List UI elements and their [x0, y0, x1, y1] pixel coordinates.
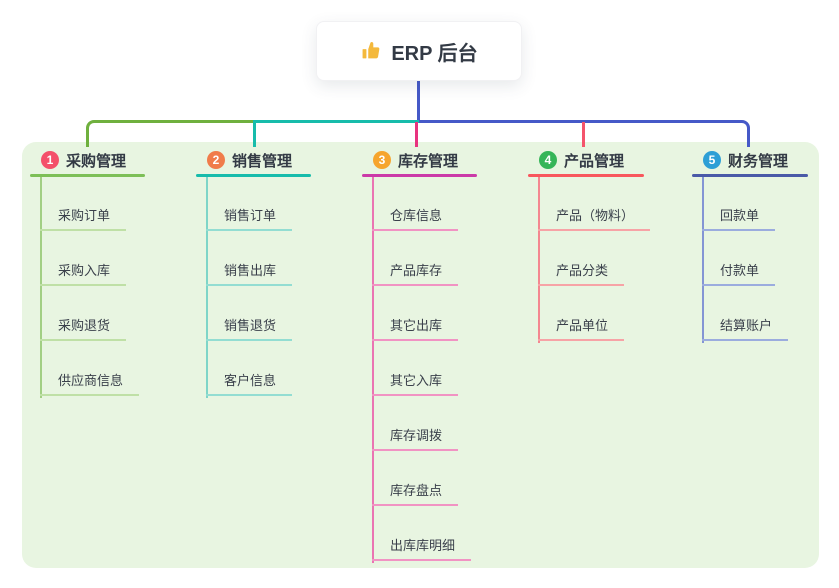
child-node[interactable]: 产品（物料） [538, 207, 651, 231]
branch-child-line [206, 177, 208, 398]
branch-child-line [372, 177, 374, 563]
branch-label: 库存管理 [398, 152, 459, 170]
child-node[interactable]: 销售出库 [206, 262, 293, 286]
child-node[interactable]: 出库库明细 [372, 537, 472, 561]
branch-badge: 3 [373, 151, 391, 169]
root-label: ERP 后台 [391, 42, 478, 65]
child-node[interactable]: 采购退货 [40, 317, 127, 341]
branch-header-inventory[interactable]: 3 库存管理 [373, 149, 458, 171]
connector-inventory-drop [415, 122, 418, 147]
branch-header-finance[interactable]: 5 财务管理 [703, 149, 788, 171]
connector-left-elbow [86, 120, 253, 147]
branch-underline [196, 174, 311, 177]
child-node[interactable]: 其它出库 [372, 317, 459, 341]
branch-group-panel [22, 142, 819, 568]
connector-right-elbow [419, 120, 750, 147]
child-node[interactable]: 产品库存 [372, 262, 459, 286]
branch-label: 产品管理 [564, 152, 625, 170]
branch-child-line [702, 177, 704, 343]
child-node[interactable]: 产品单位 [538, 317, 625, 341]
branch-header-purchase[interactable]: 1 采购管理 [41, 149, 126, 171]
branch-header-sales[interactable]: 2 销售管理 [207, 149, 292, 171]
branch-header-product[interactable]: 4 产品管理 [539, 149, 624, 171]
branch-badge: 1 [41, 151, 59, 169]
child-node[interactable]: 销售订单 [206, 207, 293, 231]
branch-underline [362, 174, 477, 177]
branch-underline [692, 174, 808, 177]
child-node[interactable]: 采购订单 [40, 207, 127, 231]
branch-child-line [538, 177, 540, 343]
connector-middle-segment [253, 120, 419, 147]
branch-label: 采购管理 [66, 152, 127, 170]
thumbs-up-icon [362, 42, 380, 59]
branch-underline [528, 174, 644, 177]
branch-underline [30, 174, 145, 177]
child-node[interactable]: 采购入库 [40, 262, 127, 286]
branch-badge: 5 [703, 151, 721, 169]
branch-badge: 4 [539, 151, 557, 169]
connector-root-drop [417, 80, 420, 123]
child-node[interactable]: 供应商信息 [40, 372, 140, 396]
root-node[interactable]: ERP 后台 [316, 21, 522, 81]
child-node[interactable]: 销售退货 [206, 317, 293, 341]
branch-label: 销售管理 [232, 152, 293, 170]
child-node[interactable]: 客户信息 [206, 372, 293, 396]
child-node[interactable]: 库存调拨 [372, 427, 459, 451]
child-node[interactable]: 库存盘点 [372, 482, 459, 506]
child-node[interactable]: 回款单 [702, 207, 776, 231]
branch-label: 财务管理 [728, 152, 789, 170]
child-node[interactable]: 产品分类 [538, 262, 625, 286]
child-node[interactable]: 其它入库 [372, 372, 459, 396]
connector-product-drop [582, 122, 585, 147]
child-node[interactable]: 结算账户 [702, 317, 789, 341]
child-node[interactable]: 仓库信息 [372, 207, 459, 231]
branch-badge: 2 [207, 151, 225, 169]
child-node[interactable]: 付款单 [702, 262, 776, 286]
branch-child-line [40, 177, 42, 398]
